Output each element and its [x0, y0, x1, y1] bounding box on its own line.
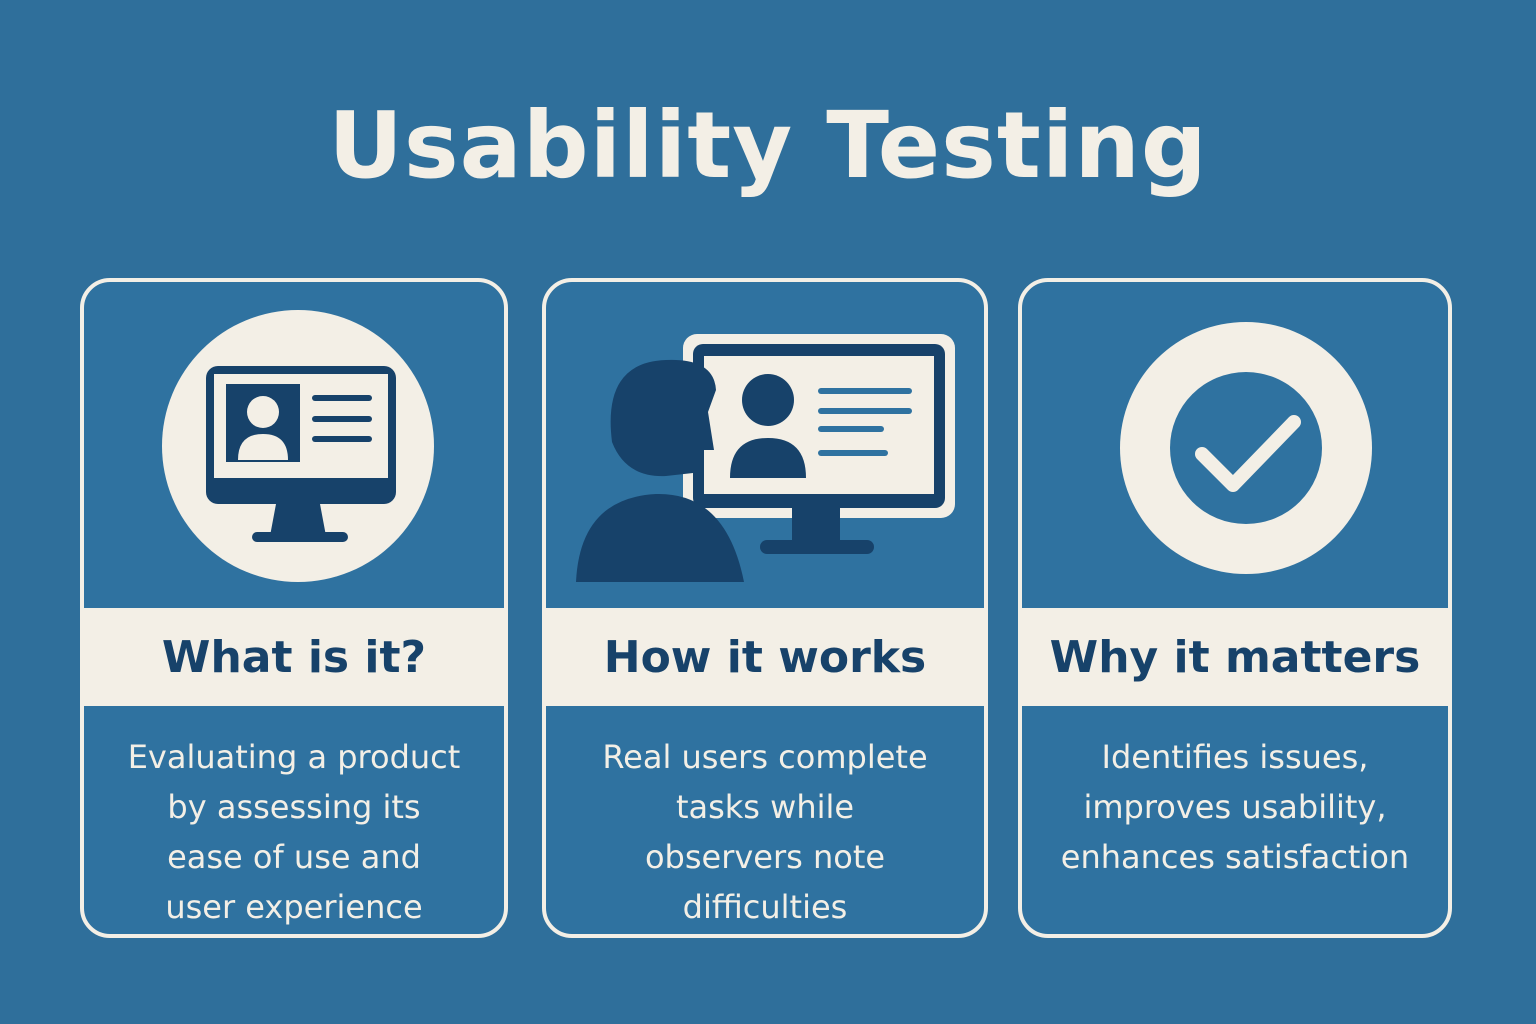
- card-heading: How it works: [546, 608, 984, 706]
- page-title: Usability Testing: [328, 92, 1208, 199]
- card-description: Real users complete tasks while observer…: [546, 706, 984, 934]
- monitor-profile-icon: [84, 282, 504, 608]
- card-what-is-it: What is it? Evaluating a product by asse…: [80, 278, 508, 938]
- card-why-it-matters: Why it matters Identifies issues, improv…: [1018, 278, 1452, 938]
- description-line: by assessing its: [167, 788, 421, 826]
- user-at-monitor-icon: [546, 282, 984, 608]
- description-line: difficulties: [682, 888, 848, 926]
- checkmark-circle-icon: [1022, 282, 1448, 608]
- description-line: Evaluating a product: [127, 738, 461, 776]
- card-how-it-works: How it works Real users complete tasks w…: [542, 278, 988, 938]
- description-line: enhances satisfaction: [1060, 838, 1410, 876]
- card-description: Evaluating a product by assessing its ea…: [84, 706, 504, 934]
- description-line: Identifies issues,: [1101, 738, 1369, 776]
- description-line: user experience: [165, 888, 423, 926]
- description-line: observers note: [644, 838, 886, 876]
- card-heading: What is it?: [84, 608, 504, 706]
- description-line: ease of use and: [167, 838, 421, 876]
- card-heading: Why it matters: [1022, 608, 1448, 706]
- card-description: Identifies issues, improves usability, e…: [1022, 706, 1448, 934]
- description-line: tasks while: [675, 788, 855, 826]
- description-line: Real users complete: [602, 738, 928, 776]
- description-line: improves usability,: [1083, 788, 1387, 826]
